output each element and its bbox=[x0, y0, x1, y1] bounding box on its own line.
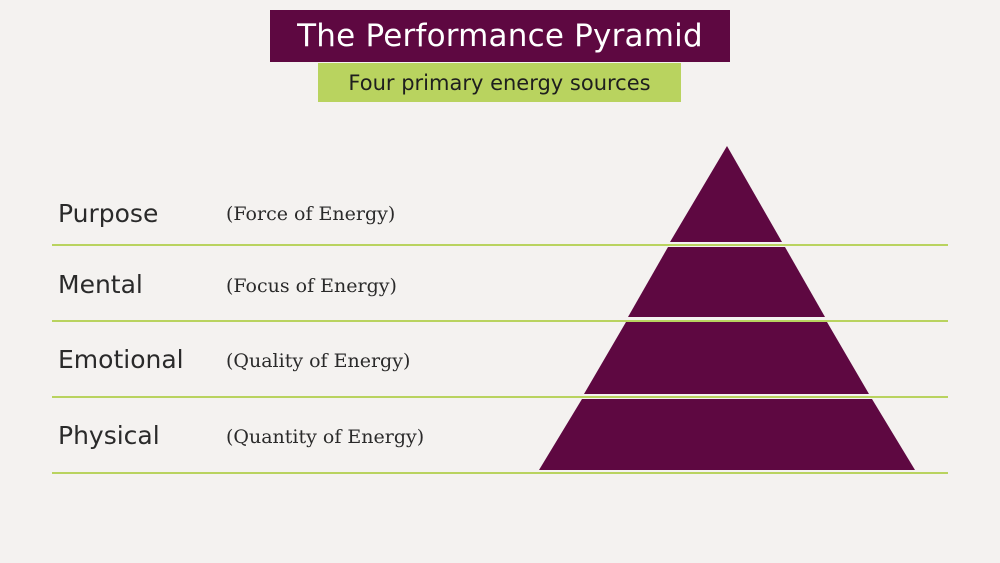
level-divider bbox=[52, 472, 948, 474]
level-description: (Force of Energy) bbox=[226, 203, 396, 225]
level-divider bbox=[52, 396, 948, 398]
level-name: Purpose bbox=[58, 199, 159, 228]
level-description: (Quantity of Energy) bbox=[226, 426, 425, 448]
page-title: The Performance Pyramid bbox=[270, 10, 730, 62]
pyramid-tier-emotional bbox=[584, 322, 869, 394]
pyramid-tier-mental bbox=[628, 247, 825, 317]
page-subtitle: Four primary energy sources bbox=[318, 63, 681, 102]
pyramid-tier-physical bbox=[539, 399, 915, 470]
level-divider bbox=[52, 320, 948, 322]
level-name: Physical bbox=[58, 421, 160, 450]
level-name: Mental bbox=[58, 270, 143, 299]
pyramid-tier-purpose bbox=[670, 146, 782, 242]
level-name: Emotional bbox=[58, 345, 184, 374]
level-description: (Quality of Energy) bbox=[226, 350, 411, 372]
energy-levels-list: Purpose (Force of Energy) Mental (Focus … bbox=[52, 0, 948, 563]
level-divider bbox=[52, 244, 948, 246]
level-description: (Focus of Energy) bbox=[226, 275, 397, 297]
